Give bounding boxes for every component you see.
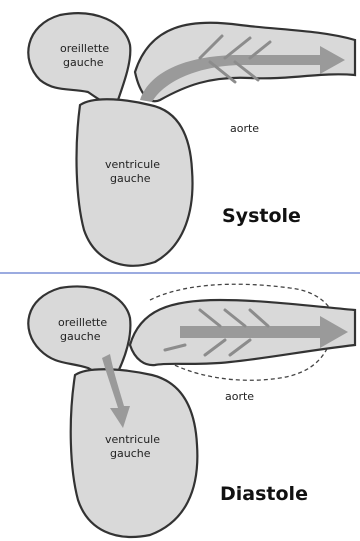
atrium-label-line2: gauche: [60, 330, 101, 343]
ventricle-label-line1: ventricule: [105, 433, 160, 446]
systole-panel: oreillette gauche ventricule gauche aort…: [28, 13, 355, 266]
ventricle-label-line2: gauche: [110, 172, 151, 185]
diastole-panel: oreillette gauche ventricule gauche aort…: [28, 284, 355, 537]
aorta-label: aorte: [225, 390, 254, 403]
ventricle-label-line2: gauche: [110, 447, 151, 460]
atrium-label-line1: oreillette: [60, 42, 109, 55]
atrium-label-line2: gauche: [63, 56, 104, 69]
ventricle-label-line1: ventricule: [105, 158, 160, 171]
atrium-label-line1: oreillette: [58, 316, 107, 329]
phase-title-diastole: Diastole: [220, 483, 308, 505]
aorta-label: aorte: [230, 122, 259, 135]
phase-title-systole: Systole: [222, 205, 301, 227]
